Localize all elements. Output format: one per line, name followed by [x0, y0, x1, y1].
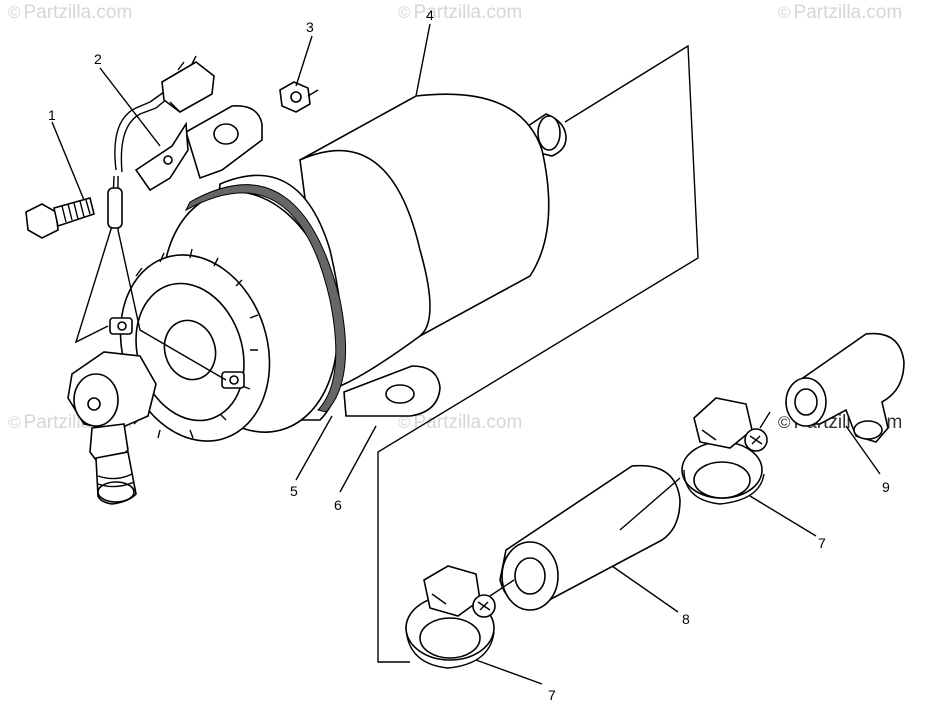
callout-6: 6: [334, 497, 342, 513]
watermark-top-left: ©Partzilla.com: [8, 2, 133, 23]
leader-lines: [51, 23, 881, 685]
clip-bracket-icon: [134, 121, 189, 192]
nut-icon: [279, 81, 319, 113]
callout-7-lower: 7: [548, 687, 556, 703]
callout-5: 5: [290, 483, 298, 499]
group-boundary-lines: [377, 44, 699, 663]
callout-7-upper: 7: [818, 535, 826, 551]
callout-3: 3: [306, 19, 314, 35]
callout-2: 2: [94, 51, 102, 67]
wire-connector-icon: [74, 55, 227, 381]
watermark-top-right: ©Partzilla.com: [778, 2, 903, 23]
elbow-fitting-icon: [785, 332, 905, 443]
callout-1: 1: [48, 107, 56, 123]
callout-9: 9: [882, 479, 890, 495]
watermark-mid-center: ©Partzilla.com: [398, 412, 523, 433]
callout-labels: 1 2 3 4 5 6 7 8 7 9: [48, 7, 890, 703]
watermark-top-center: ©Partzilla.com: [398, 2, 523, 23]
callout-4: 4: [426, 7, 434, 23]
callout-8: 8: [682, 611, 690, 627]
fuel-pump-icon: [67, 93, 567, 505]
hose-clamp-icon: [405, 565, 496, 669]
screw-icon: [25, 197, 95, 239]
hose-icon: [499, 464, 681, 611]
hose-clamp-icon: [681, 397, 768, 505]
